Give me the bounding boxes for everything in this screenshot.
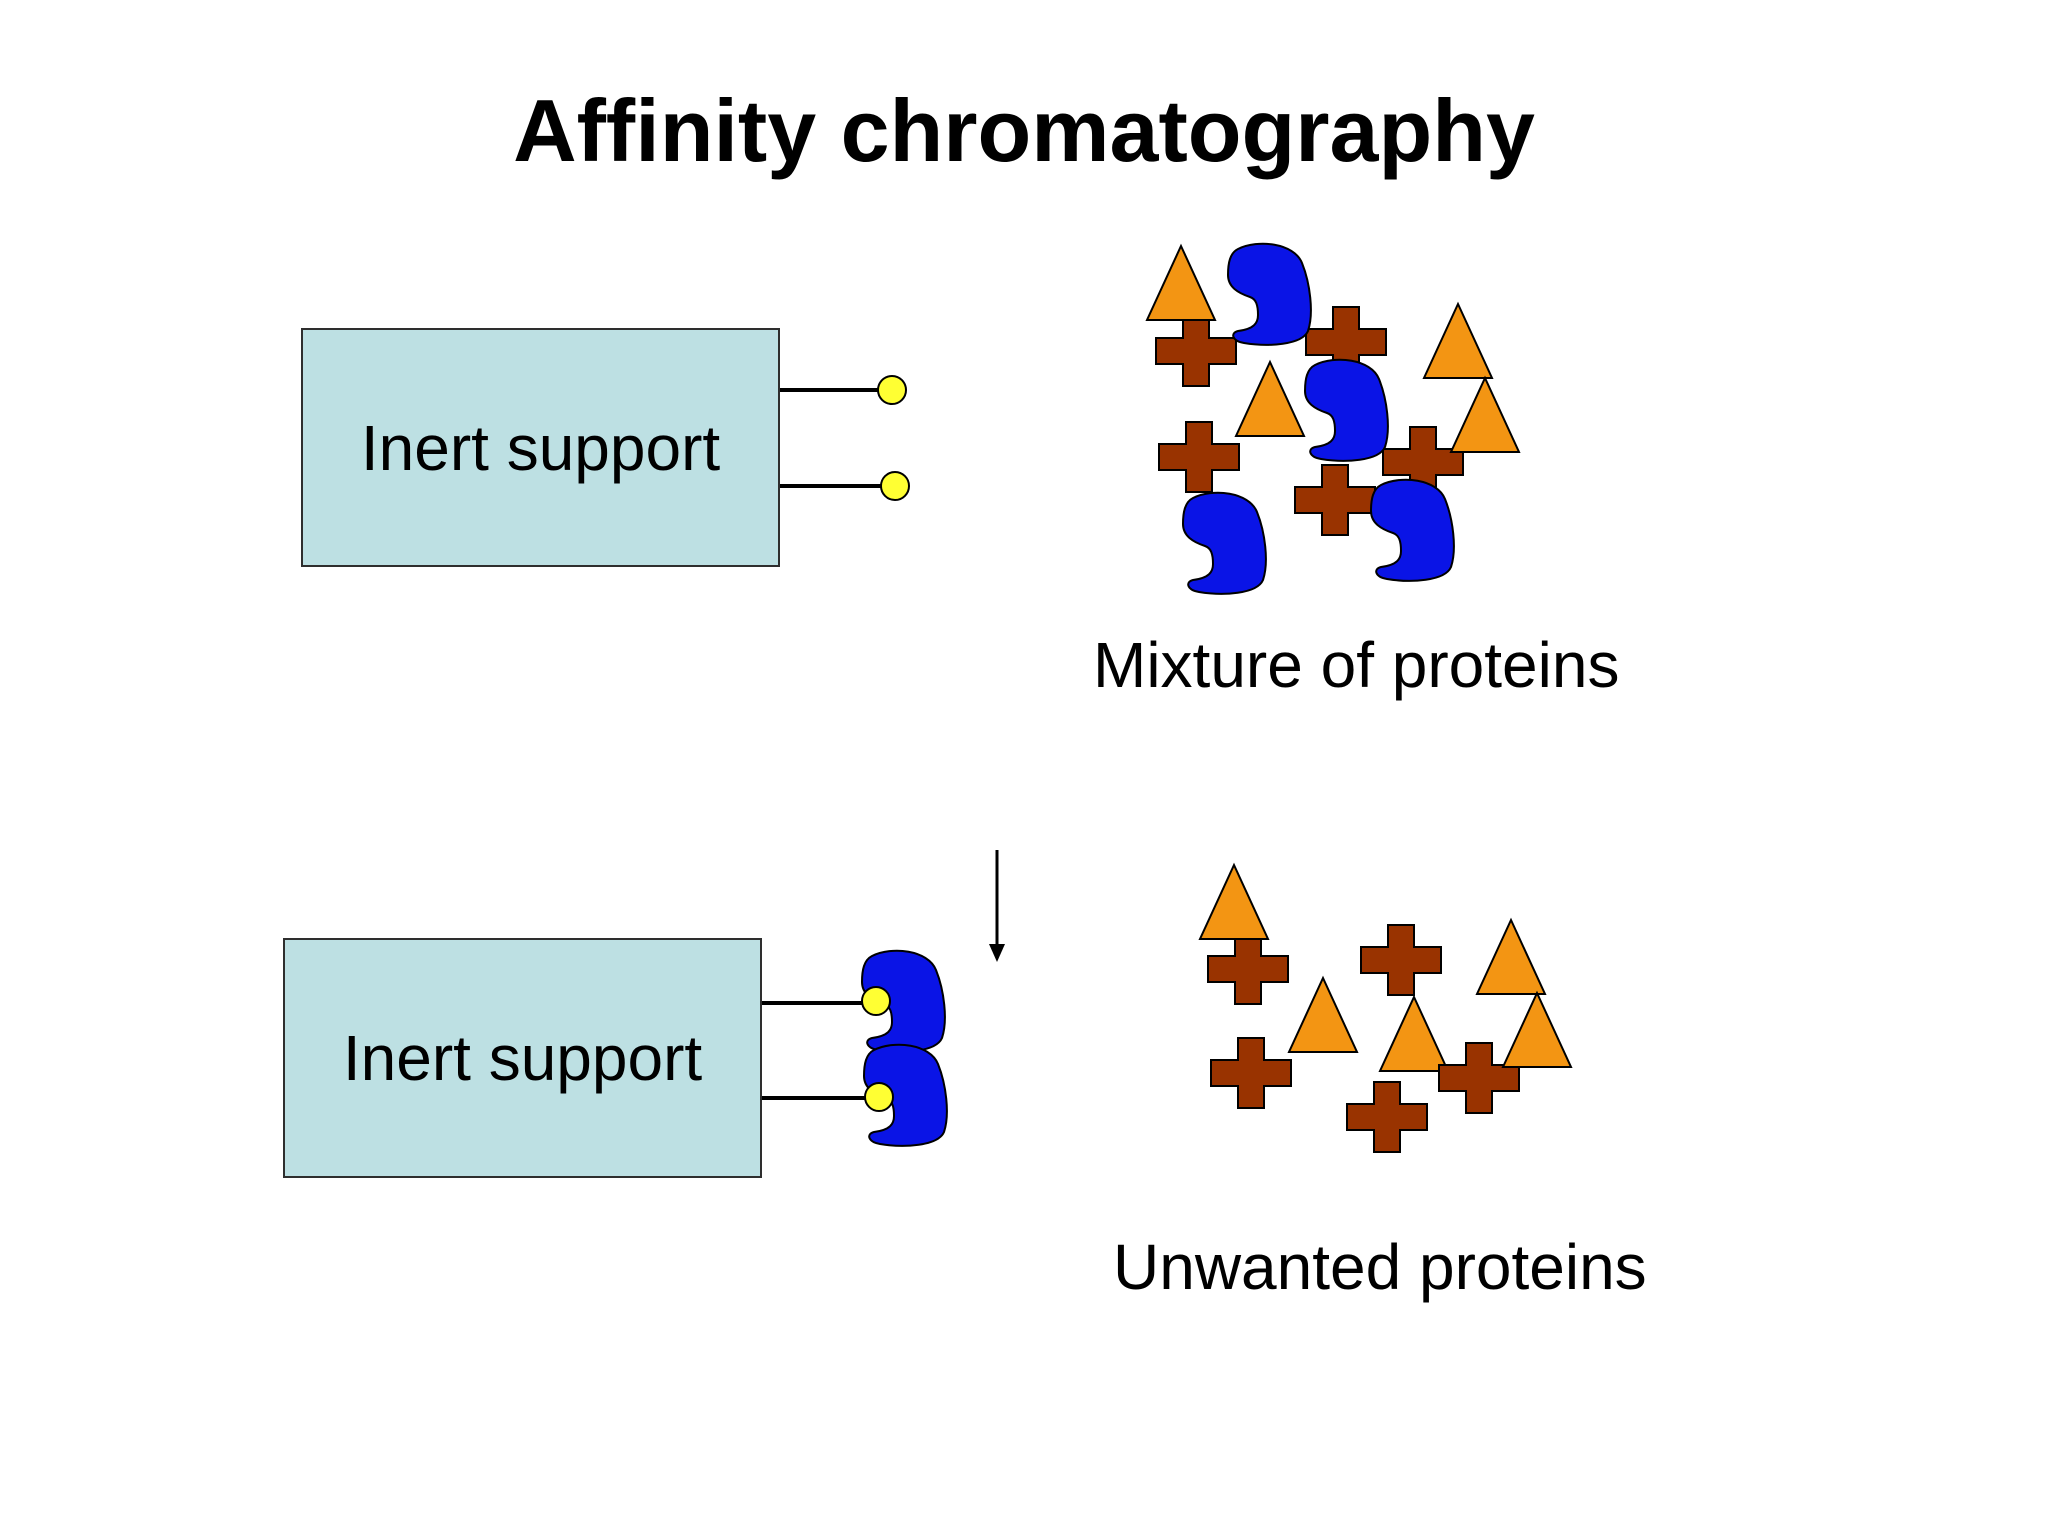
triangle-protein — [1423, 303, 1493, 379]
inert-support-top-label: Inert support — [360, 411, 721, 484]
triangle-protein — [1235, 361, 1305, 437]
ligand-bead — [877, 375, 907, 405]
down-arrow-icon — [989, 850, 1005, 962]
cross-protein — [1438, 1042, 1520, 1114]
cross-protein — [1210, 1037, 1292, 1109]
triangle-protein — [1146, 245, 1216, 321]
triangle-protein — [1379, 996, 1449, 1072]
inert-support-bottom-label: Inert support — [342, 1022, 703, 1094]
ligand-arm-top-2 — [780, 471, 910, 501]
target-protein — [1227, 242, 1312, 346]
inert-support-top: Inert support — [301, 328, 780, 567]
ligand-bead — [864, 1082, 894, 1112]
ligand-arm-bottom-1 — [762, 949, 946, 1053]
target-protein — [1304, 358, 1389, 462]
cross-protein — [1158, 421, 1240, 493]
triangle-protein — [1502, 992, 1572, 1068]
cross-protein — [1360, 924, 1442, 996]
ligand-arm-bottom-2 — [762, 1043, 948, 1147]
unwanted-proteins-group — [1199, 864, 1572, 1153]
diagram-title: Affinity chromatography — [513, 81, 1535, 180]
mixture-of-proteins-label: Mixture of proteins — [1093, 629, 1620, 701]
triangle-protein — [1199, 864, 1269, 940]
ligand-bead — [880, 471, 910, 501]
triangle-protein — [1476, 919, 1546, 995]
protein-mixture — [1146, 242, 1520, 595]
ligand-bead — [861, 986, 891, 1016]
cross-protein — [1346, 1081, 1428, 1153]
cross-protein — [1294, 464, 1376, 536]
triangle-protein — [1288, 977, 1358, 1053]
cross-protein — [1207, 933, 1289, 1005]
unwanted-proteins-label: Unwanted proteins — [1113, 1231, 1647, 1303]
inert-support-bottom: Inert support — [283, 938, 762, 1178]
cross-protein — [1155, 315, 1237, 387]
target-protein — [1370, 478, 1455, 582]
target-protein — [1182, 491, 1267, 595]
triangle-protein — [1450, 377, 1520, 453]
ligand-arm-top-1 — [780, 375, 907, 405]
